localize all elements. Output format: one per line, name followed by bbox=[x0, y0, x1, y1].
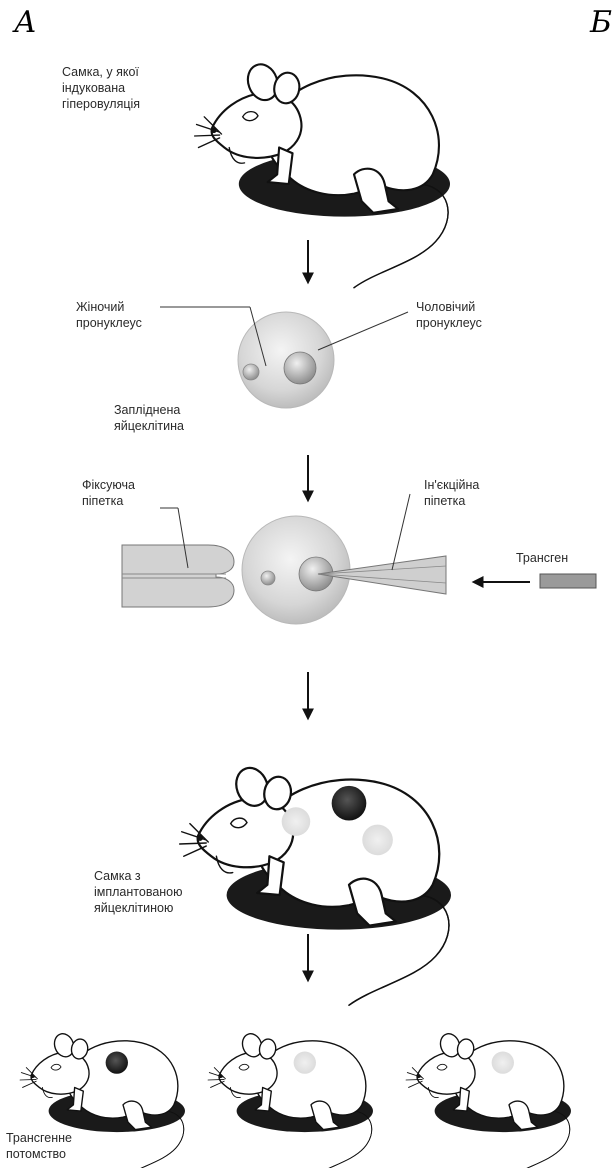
male-pronucleus-label: Чоловічий пронуклеус bbox=[416, 300, 482, 330]
svg-text:Фіксуюча: Фіксуюча bbox=[82, 478, 135, 492]
svg-text:Трансгенне: Трансгенне bbox=[6, 1131, 72, 1145]
svg-text:піпетка: піпетка bbox=[424, 494, 465, 508]
svg-text:Жіночий: Жіночий bbox=[76, 300, 124, 314]
svg-text:яйцеклітина: яйцеклітина bbox=[114, 419, 184, 433]
svg-text:піпетка: піпетка bbox=[82, 494, 123, 508]
offspring-mouse-3 bbox=[406, 1031, 571, 1168]
male-pronucleus-pointer bbox=[318, 312, 408, 350]
recipient-mouse-illustration bbox=[180, 763, 451, 1005]
offspring-label: Трансгенне потомство bbox=[6, 1131, 72, 1161]
fertilized-egg-cell bbox=[238, 312, 334, 408]
donor-female-label: Самка, у якої індукована гіперовуляція bbox=[62, 65, 140, 111]
injection-pipette-label: Ін'єкційна піпетка bbox=[424, 478, 479, 508]
svg-text:Ін'єкційна: Ін'єкційна bbox=[424, 478, 479, 492]
svg-text:Запліднена: Запліднена bbox=[114, 403, 180, 417]
offspring-mouse-2 bbox=[208, 1031, 373, 1168]
injected-egg-cell bbox=[242, 516, 350, 624]
panel-label-b: Б bbox=[589, 5, 612, 40]
donor-mouse-illustration bbox=[195, 60, 450, 288]
transgene-dna-fragment bbox=[540, 574, 596, 588]
svg-text:пронуклеус: пронуклеус bbox=[416, 316, 482, 330]
holding-pipette bbox=[122, 545, 234, 607]
injection-pipette-pointer bbox=[392, 494, 410, 570]
svg-text:Самка з: Самка з bbox=[94, 869, 141, 883]
transgene-label: Трансген bbox=[516, 551, 568, 565]
svg-text:пронуклеус: пронуклеус bbox=[76, 316, 142, 330]
svg-text:імплантованою: імплантованою bbox=[94, 885, 183, 899]
svg-text:потомство: потомство bbox=[6, 1147, 66, 1161]
svg-text:Чоловічий: Чоловічий bbox=[416, 300, 475, 314]
svg-text:гіперовуляція: гіперовуляція bbox=[62, 97, 140, 111]
fertilized-egg-label: Запліднена яйцеклітина bbox=[114, 403, 184, 433]
recipient-female-label: Самка з імплантованою яйцеклітиною bbox=[94, 869, 183, 915]
svg-text:яйцеклітиною: яйцеклітиною bbox=[94, 901, 173, 915]
holding-pipette-label: Фіксуюча піпетка bbox=[82, 478, 135, 508]
svg-text:індукована: індукована bbox=[62, 81, 125, 95]
panel-label-a: А bbox=[12, 5, 37, 40]
female-pronucleus-label: Жіночий пронуклеус bbox=[76, 300, 142, 330]
svg-text:Самка, у якої: Самка, у якої bbox=[62, 65, 139, 79]
